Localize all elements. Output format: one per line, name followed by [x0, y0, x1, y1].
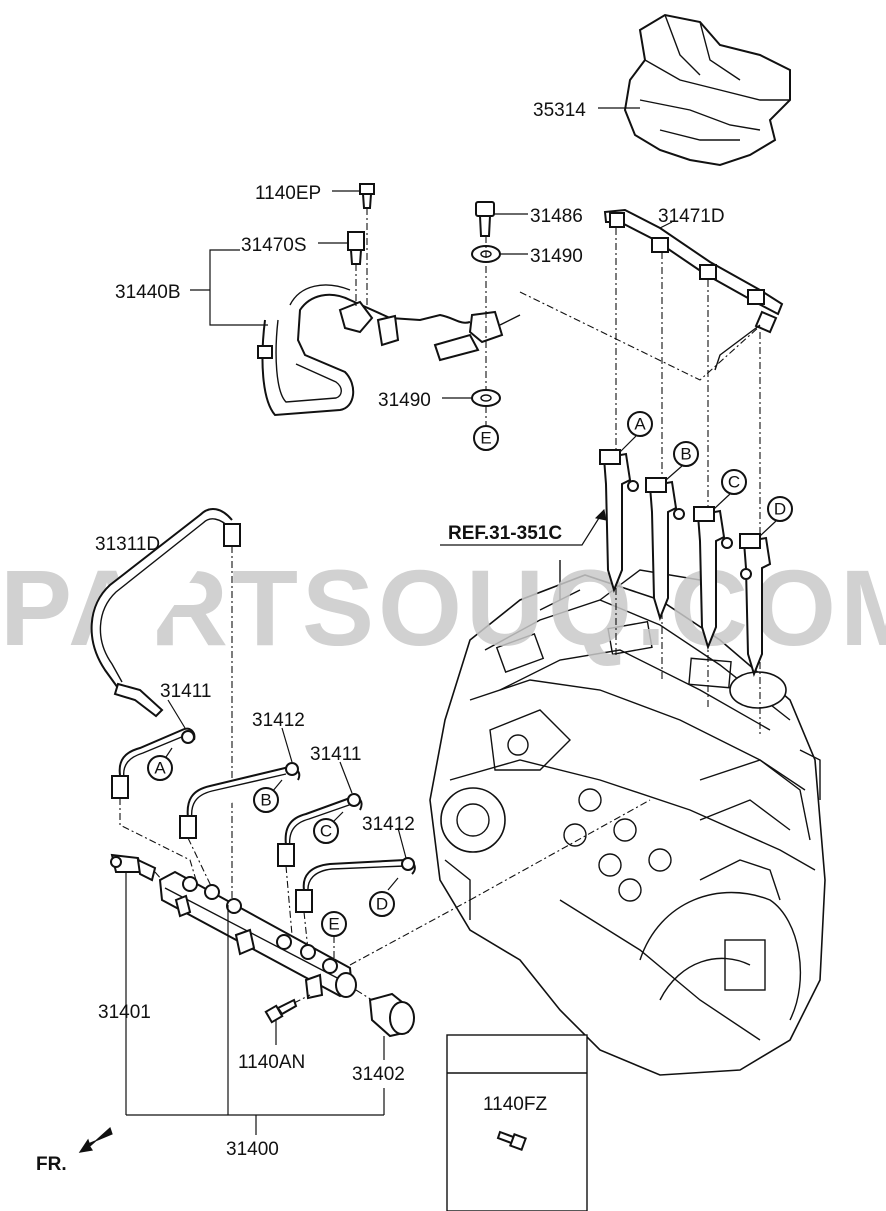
- svg-text:A: A: [154, 759, 166, 778]
- svg-text:C: C: [728, 473, 740, 492]
- injector-c: [693, 506, 733, 651]
- label-1140ep: 1140EP: [255, 183, 321, 204]
- label-31470s: 31470S: [241, 235, 307, 256]
- engine-cover-35314: [623, 13, 791, 167]
- svg-text:E: E: [480, 429, 491, 448]
- label-31490-top: 31490: [530, 246, 583, 267]
- label-1140fz: 1140FZ: [483, 1094, 547, 1115]
- svg-text:D: D: [376, 895, 388, 914]
- inset-box-1140fz: 1140FZ: [446, 1034, 588, 1211]
- marker-a-pipe: [147, 755, 173, 781]
- front-arrow-icon: [78, 1126, 113, 1153]
- label-31440b: 31440B: [115, 282, 181, 303]
- pressure-regulator-31402: [368, 992, 415, 1038]
- marker-b-injector: [673, 441, 699, 467]
- label-31486: 31486: [530, 206, 583, 227]
- bolt-1140ep: [359, 183, 375, 209]
- marker-a-injector: [627, 411, 653, 437]
- svg-text:B: B: [260, 791, 271, 810]
- label-31400: 31400: [226, 1139, 279, 1160]
- svg-text:E: E: [328, 915, 339, 934]
- label-31402: 31402: [352, 1064, 405, 1085]
- injector-pipe-31412-b: [179, 762, 301, 839]
- label-ref-31-351c: REF.31-351C: [448, 523, 562, 544]
- label-31311d: 31311D: [95, 534, 160, 555]
- marker-b-pipe: [253, 787, 279, 813]
- label-fr: FR.: [36, 1154, 67, 1175]
- injector-d: [739, 533, 772, 678]
- fuel-hose-assembly-31440b: [257, 284, 521, 417]
- marker-d-injector: [767, 496, 793, 522]
- injector-pipe-31412-d: [295, 857, 416, 913]
- svg-text:B: B: [680, 445, 691, 464]
- label-31411-c: 31411: [310, 744, 361, 765]
- label-31411-a: 31411: [160, 681, 211, 702]
- fuel-pipe-31311d: [90, 508, 241, 718]
- label-31490-bottom: 31490: [378, 390, 431, 411]
- marker-c-injector: [721, 469, 747, 495]
- label-31401: 31401: [98, 1002, 151, 1023]
- label-31471d: 31471D: [658, 206, 725, 227]
- pressure-sensor-31401: [110, 853, 157, 882]
- label-31412-d: 31412: [362, 814, 415, 835]
- injector-b: [645, 477, 685, 622]
- label-1140an: 1140AN: [238, 1052, 305, 1073]
- label-35314: 35314: [533, 100, 586, 121]
- svg-text:D: D: [774, 500, 786, 519]
- injector-a: [599, 449, 639, 594]
- marker-e-top: [473, 425, 499, 451]
- bolt-31486: [475, 201, 495, 237]
- bolt-1140an: [264, 998, 298, 1024]
- marker-c-pipe: [313, 818, 339, 844]
- washer-31490-bottom: [471, 389, 501, 407]
- engine-block: [429, 560, 826, 1076]
- svg-text:C: C: [320, 822, 332, 841]
- sensor-31470s: [347, 231, 365, 265]
- marker-d-pipe: [369, 891, 395, 917]
- svg-text:A: A: [634, 415, 646, 434]
- injector-pipe-31411-a: [111, 727, 196, 799]
- common-rail-31400: [158, 870, 357, 1000]
- label-31412-b: 31412: [252, 710, 305, 731]
